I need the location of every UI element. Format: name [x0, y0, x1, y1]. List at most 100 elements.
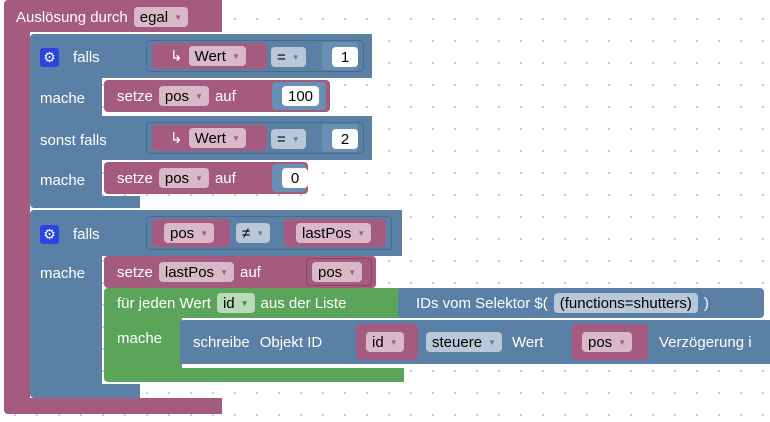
write-id-dropdown[interactable]: id ▼: [366, 332, 404, 352]
var-pos-dropdown-1[interactable]: pos ▼: [164, 223, 215, 243]
dropdown-arrow-icon: ▼: [256, 228, 265, 238]
dropdown-arrow-icon: ▼: [231, 133, 240, 143]
set-label-2: setze: [117, 169, 153, 187]
dropdown-arrow-icon: ▼: [174, 12, 183, 22]
operator-dropdown-2[interactable]: = ▼: [271, 129, 306, 149]
dropdown-arrow-icon: ▼: [195, 91, 203, 101]
var-wert-dropdown-2[interactable]: Wert ▼: [188, 128, 246, 148]
set-label-1: setze: [117, 87, 153, 105]
set-3-row: setze lastPos ▼ auf: [117, 261, 261, 283]
write-delay-wrap: Verzögerung i: [659, 331, 752, 353]
foreach-label: für jeden Wert: [117, 294, 211, 312]
write-mode-value: steuere: [432, 333, 483, 351]
set-var-dropdown-1[interactable]: pos ▼: [158, 86, 209, 106]
dropdown-arrow-icon: ▼: [389, 337, 398, 347]
do-label-1: mache: [40, 89, 86, 107]
trigger-option-dropdown[interactable]: egal ▼: [133, 7, 189, 27]
set-var-dropdown-3[interactable]: lastPos ▼: [158, 262, 234, 282]
var-pos-dropdown-2[interactable]: pos ▼: [312, 262, 363, 282]
condition-2-op: = ▼: [271, 128, 306, 150]
write-pos-wrap: pos ▼: [582, 331, 633, 353]
operator-dropdown-1[interactable]: = ▼: [271, 47, 306, 67]
selector-label: IDs vom Selektor $(: [416, 294, 548, 312]
dropdown-arrow-icon: ▼: [357, 228, 366, 238]
set-2-row: setze pos ▼ auf: [117, 167, 236, 189]
var-pos-value-2: pos: [318, 263, 343, 281]
condition-3-op: ≠ ▼: [236, 222, 271, 244]
if-block-2-bottom: [30, 384, 140, 398]
write-pos-dropdown[interactable]: pos ▼: [582, 332, 633, 352]
operator-value-3: ≠: [242, 224, 251, 242]
if2-do-row: mache: [40, 262, 85, 284]
gear-icon[interactable]: ⚙: [40, 224, 59, 244]
number-1-wrap: 1: [332, 46, 358, 68]
set-var-value-3: lastPos: [164, 263, 215, 281]
do-label-3: mache: [40, 264, 86, 282]
operator-value-1: =: [277, 48, 286, 66]
number-input-0[interactable]: 0: [282, 168, 308, 188]
to-label-2: auf: [214, 169, 236, 187]
object-id-label: Objekt ID: [259, 333, 323, 351]
selector-close: ): [703, 294, 709, 312]
set-3-value: pos ▼: [312, 261, 363, 283]
if-block-1-bottom: [30, 196, 140, 208]
var-pos-value-1: pos: [170, 224, 195, 242]
number-input-2[interactable]: 2: [332, 129, 358, 149]
set-var-value-2: pos: [164, 169, 190, 187]
number-0-wrap: 0: [282, 167, 308, 189]
set-1-row: setze pos ▼ auf: [117, 85, 236, 107]
if2-label: falls: [73, 225, 100, 243]
trigger-option-value: egal: [139, 8, 169, 26]
foreach-var-value: id: [222, 294, 235, 312]
condition-3-left: pos ▼: [164, 222, 215, 244]
var-lastpos-dropdown[interactable]: lastPos ▼: [296, 223, 372, 243]
number-input-100[interactable]: 100: [282, 86, 320, 106]
to-label-3: auf: [239, 263, 261, 281]
write-value-label: Wert: [511, 333, 544, 351]
if-block-2-arm: [30, 254, 102, 390]
write-label: schreibe: [193, 333, 250, 351]
write-mode-dropdown[interactable]: steuere ▼: [426, 332, 502, 352]
write-id-value: id: [372, 333, 384, 351]
foreach-var-dropdown[interactable]: id ▼: [216, 293, 255, 313]
number-2-wrap: 2: [332, 128, 358, 150]
foreach-block-arm: [104, 316, 182, 370]
var-wert-value-2: Wert: [194, 129, 226, 147]
if-block-1-arm: [30, 76, 102, 118]
trigger-label: Auslösung durch: [16, 8, 128, 26]
if1-do-row: mache: [40, 87, 85, 109]
write-row: schreibe Objekt ID: [193, 331, 322, 353]
selector-value: (functions=shutters): [559, 294, 692, 312]
gear-icon[interactable]: ⚙: [40, 47, 59, 67]
var-wert-value-1: Wert: [194, 47, 226, 65]
trigger-header: Auslösung durch egal ▼: [16, 6, 189, 28]
return-arrow-icon: ↳: [170, 130, 183, 147]
write-mode-wrap: steuere ▼ Wert: [426, 331, 543, 353]
condition-1: ↳ Wert ▼: [170, 45, 246, 67]
if-block-1-arm-2: [30, 158, 102, 198]
condition-2: ↳ Wert ▼: [170, 127, 246, 149]
operator-dropdown-3[interactable]: ≠ ▼: [236, 223, 271, 243]
do-label-4: mache: [117, 329, 163, 347]
var-wert-dropdown-1[interactable]: Wert ▼: [188, 46, 246, 66]
dropdown-arrow-icon: ▼: [291, 52, 300, 62]
set-label-3: setze: [117, 263, 153, 281]
if1-header: ⚙ falls: [40, 45, 100, 69]
dropdown-arrow-icon: ▼: [348, 267, 357, 277]
foreach-row: für jeden Wert id ▼ aus der Liste: [117, 292, 346, 314]
number-input-1[interactable]: 1: [332, 47, 358, 67]
if2-header: ⚙ falls: [40, 222, 100, 246]
do-label-2: mache: [40, 171, 86, 189]
dropdown-arrow-icon: ▼: [231, 51, 240, 61]
dropdown-arrow-icon: ▼: [291, 134, 300, 144]
dropdown-arrow-icon: ▼: [200, 228, 209, 238]
write-pos-value: pos: [588, 333, 613, 351]
write-id-wrap: id ▼: [366, 331, 404, 353]
dropdown-arrow-icon: ▼: [220, 267, 228, 277]
dropdown-arrow-icon: ▼: [618, 337, 627, 347]
selector-input[interactable]: (functions=shutters): [553, 293, 698, 313]
condition-1-op: = ▼: [271, 46, 306, 68]
foreach-from-label: aus der Liste: [260, 294, 347, 312]
set-var-dropdown-2[interactable]: pos ▼: [158, 168, 209, 188]
to-label-1: auf: [214, 87, 236, 105]
